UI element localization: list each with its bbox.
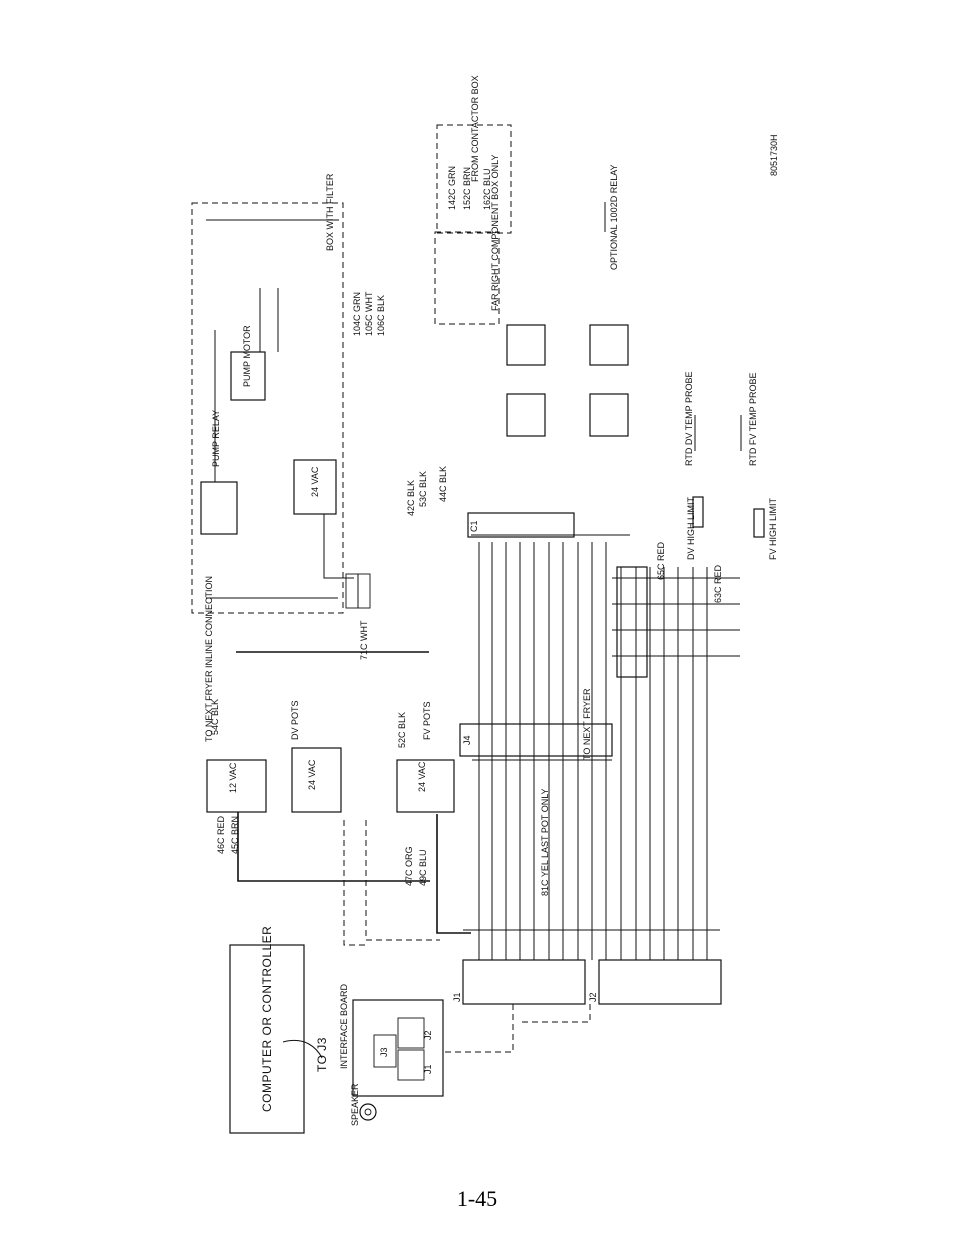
inline-connection-label: TO NEXT FRYER INLINE CONNECTION: [204, 576, 214, 742]
c1-label: C1: [469, 520, 479, 532]
contactor-2: [589, 324, 629, 366]
wire-162c-label: 162C BLU: [482, 168, 492, 210]
t1-terminal: [345, 573, 359, 609]
contactor-3: [506, 393, 546, 437]
filter-transformer: [293, 459, 337, 515]
wire-63c-label: 63C RED: [713, 564, 723, 603]
transformer-dv-label: 24 VAC: [307, 759, 317, 790]
interface-board-label: INTERFACE BOARD: [339, 983, 349, 1069]
c1-terminal-strip: [467, 512, 575, 538]
main-loop-wire-1: [237, 812, 430, 882]
optional-relay-label: OPTIONAL 1002D RELAY: [609, 164, 619, 270]
wire-81c-label: 81C YEL LAST POT ONLY: [540, 788, 550, 896]
wire-42c-label: 42C BLK: [406, 480, 416, 516]
transformer-output-wire: [323, 514, 354, 579]
page-number: 1-45: [456, 1186, 498, 1211]
dashed-interface-path: [443, 1004, 514, 1053]
interface-board: [352, 999, 444, 1097]
component-box-outline: [434, 231, 500, 325]
rtd-fv-label: RTD FV TEMP PROBE: [748, 372, 758, 466]
wire-49c-label: 49C BLU: [418, 849, 428, 886]
speaker-icon: [359, 1103, 377, 1121]
filter-transformer-voltage: 24 VAC: [310, 466, 320, 497]
speaker-label: SPEAKER: [350, 1083, 360, 1126]
computer-outline: [229, 944, 305, 1134]
wire-52c-label: 52C BLK: [397, 712, 407, 748]
wire-53c-label: 53C BLK: [418, 471, 428, 507]
j2-terminal-strip: [598, 959, 722, 1005]
pump-motor-label: PUMP MOTOR: [242, 325, 252, 387]
filter-box-outline: [191, 202, 344, 614]
rtd-dv-label: RTD DV TEMP PROBE: [684, 371, 694, 466]
j1-terminal-strip: [462, 959, 586, 1005]
dashed-j1-j2-link: [520, 1004, 591, 1023]
contactor-1: [506, 324, 546, 366]
lower-j1-label: J1: [452, 992, 462, 1002]
wire-45c-label: 45C BRN: [230, 816, 240, 854]
wire-54c-label: 54C BLK: [210, 699, 220, 735]
transformer-12vac-label: 12 VAC: [228, 762, 238, 793]
computer-cable: [282, 1040, 323, 1059]
dashed-ground-path-2: [343, 820, 368, 946]
transformer-fv-label: 24 VAC: [417, 761, 427, 792]
wire-105c-label: 105C WHT: [364, 291, 374, 336]
wire-65c-label: 65C RED: [656, 541, 666, 580]
to-j3-label: TO J3: [315, 1037, 329, 1072]
j2-connector: [397, 1017, 425, 1049]
wire-142c-label: 142C GRN: [447, 166, 457, 210]
computer-label: COMPUTER OR CONTROLLER: [260, 926, 274, 1112]
wire-106c-label: 106C BLK: [376, 295, 386, 336]
dv-pots-label: DV POTS: [290, 700, 300, 740]
contactor-box-label: FROM CONTACTOR BOX: [470, 75, 480, 182]
wire-152c-label: 152C BRN: [462, 167, 472, 210]
lower-j2-label: J2: [588, 992, 598, 1002]
contactor-box-outline: [436, 124, 512, 234]
fv-high-limit-label: FV HIGH LIMIT: [768, 497, 778, 560]
dv-high-limit-label: DV HIGH LIMIT: [686, 496, 696, 560]
transformer-12vac: [206, 759, 267, 813]
pump-motor: [230, 351, 266, 401]
main-loop-wire-3: [436, 814, 471, 934]
wire-46c-label: 46C RED: [216, 815, 226, 854]
dashed-ground-path-1: [365, 820, 440, 941]
transformer-dv: [291, 747, 342, 813]
j1-label: J1: [423, 1064, 433, 1074]
right-terminal-strip: [616, 566, 648, 678]
wire-104c-label: 104C GRN: [352, 292, 362, 336]
wire-44c-label: 44C BLK: [438, 466, 448, 502]
t2-terminal: [357, 573, 371, 609]
j3-label: J3: [379, 1047, 389, 1057]
wire-47c-label: 47C ORG: [404, 846, 414, 886]
j2-label: J2: [423, 1030, 433, 1040]
contactor-4: [589, 393, 629, 437]
component-box-label: FAR RIGHT COMPONENT BOX ONLY: [490, 154, 500, 311]
pump-relay: [200, 481, 238, 535]
filter-box-label: BOX WITH FILTER: [325, 173, 335, 251]
fv-high-limit-switch: [753, 508, 765, 538]
j4-label: J4: [462, 735, 472, 745]
speaker-center-icon: [364, 1108, 372, 1116]
j3-connector: [373, 1034, 397, 1068]
transformer-fv: [396, 759, 455, 813]
pump-relay-label: PUMP RELAY: [211, 410, 221, 467]
drawing-number: 8051730H: [769, 134, 779, 176]
j1-connector: [397, 1049, 425, 1081]
wire-71c-label: 71C WHT: [359, 620, 369, 660]
dv-high-limit-switch: [692, 496, 704, 528]
fv-pots-label: FV POTS: [422, 701, 432, 740]
j4-terminal-strip: [459, 723, 613, 757]
